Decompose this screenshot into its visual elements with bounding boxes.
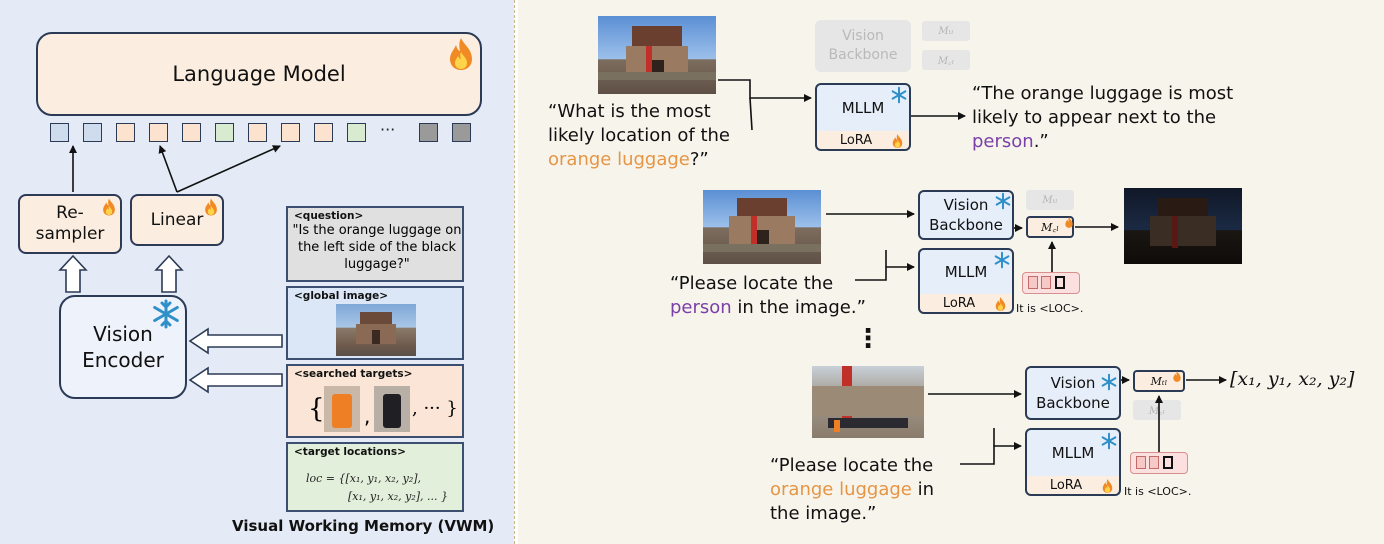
searched-targets-header: <searched targets> [294, 368, 413, 380]
mllm-label: MLLM [841, 99, 885, 117]
input-image-3 [812, 366, 924, 438]
vwm-title: Visual Working Memory (VWM) [232, 517, 495, 535]
target-locations-header: <target locations> [294, 446, 406, 458]
output-image-dark [1124, 188, 1242, 264]
question-header: <question> [294, 210, 364, 222]
snowflake-icon [891, 86, 907, 104]
m-tl-box: Mₜₗ [1133, 370, 1185, 392]
fire-icon [450, 38, 472, 70]
panel-divider [514, 0, 518, 544]
m-cl-label: M꜀ₗ [1041, 220, 1059, 234]
snowflake-icon [994, 251, 1010, 269]
lora-label: LoRA [839, 132, 873, 148]
ghost-m-tl: Mₜₗ [1026, 190, 1074, 210]
lora-box-1: LoRA [815, 131, 911, 151]
question-1: “What is the most likely location of the… [548, 101, 730, 170]
linear-label: Linear [150, 210, 204, 230]
fire-icon [205, 198, 217, 216]
mllm-box-2: MLLM [918, 248, 1014, 296]
token-peach [182, 123, 201, 142]
orange-luggage-crop [324, 386, 360, 432]
loc-line-2: [x₁, y₁, x₂, y₂], ... } [348, 490, 449, 503]
output-coordinates: [x₁, y₁, x₂, y₂] [1230, 368, 1355, 390]
fire-icon [1065, 217, 1073, 228]
linear-box: Linear [130, 194, 224, 246]
it-is-loc-2: It is <LOC>. [1016, 302, 1084, 315]
token-ellipsis: ··· [380, 120, 396, 139]
language-model-label: Language Model [172, 62, 346, 86]
vwm-searched-targets-box: <searched targets> { , , ··· } [286, 364, 464, 438]
snowflake-icon [153, 299, 179, 329]
vwm-global-image-box: <global image> [286, 286, 464, 360]
loc-line-1: loc = {[x₁, y₁, x₂, y₂], [306, 472, 422, 485]
fire-icon [1102, 479, 1113, 493]
question-3: “Please locate the orange luggage in the… [770, 455, 935, 524]
ghost-m-cl: M꜀ₗ [1133, 400, 1181, 420]
token-peach [281, 123, 300, 142]
vwm-question-box: <question> "Is the orange luggage on the… [286, 206, 464, 282]
it-is-loc-3: It is <LOC>. [1124, 485, 1192, 498]
vertical-ellipsis: ⋮ [855, 324, 881, 354]
global-image-thumbnail [336, 304, 416, 356]
vwm-target-locations-box: <target locations> loc = {[x₁, y₁, x₂, y… [286, 442, 464, 512]
black-luggage-crop [374, 386, 410, 432]
lora-box-3: LoRA [1025, 476, 1121, 496]
mllm-box-3: MLLM [1025, 428, 1121, 478]
lora-box-2: LoRA [918, 294, 1014, 314]
input-image-2 [703, 190, 821, 264]
ghost-m-tl: Mₜₗ [922, 21, 970, 41]
question-2: “Please locate the person in the image.” [670, 273, 866, 318]
highlight-person: person [972, 131, 1034, 152]
snowflake-icon [1101, 432, 1117, 450]
m-tl-label: Mₜₗ [1150, 374, 1168, 388]
fire-icon [995, 297, 1006, 311]
highlight-person: person [670, 297, 732, 318]
snowflake-icon [1101, 373, 1117, 391]
token-gray [452, 123, 471, 142]
token-blue [83, 123, 102, 142]
fire-icon [103, 198, 115, 216]
lora-label: LoRA [1049, 477, 1083, 493]
brace-open: { [308, 394, 325, 424]
lora-label: LoRA [942, 295, 976, 311]
mllm-box-1: MLLM [815, 83, 911, 133]
ghost-m-cl: M꜀ₗ [922, 50, 970, 70]
comma: , [364, 404, 371, 428]
brace-tail: , ··· } [412, 398, 458, 419]
mllm-label: MLLM [1051, 444, 1095, 462]
token-peach [314, 123, 333, 142]
answer-1: “The orange luggage is most likely to ap… [972, 83, 1234, 152]
token-green [347, 123, 366, 142]
token-green [215, 123, 234, 142]
token-peach [116, 123, 135, 142]
loc-token-box-2 [1022, 272, 1080, 294]
mllm-label: MLLM [944, 263, 988, 281]
token-peach [248, 123, 267, 142]
m-cl-box: M꜀ₗ [1026, 216, 1074, 238]
snowflake-icon [995, 192, 1011, 210]
fire-icon [892, 134, 903, 148]
resampler-label: Re-sampler [35, 203, 105, 244]
token-blue [50, 123, 69, 142]
highlight-orange-luggage: orange luggage [770, 479, 912, 500]
global-image-header: <global image> [294, 290, 389, 302]
resampler-box: Re-sampler [18, 194, 122, 254]
input-image-1 [598, 16, 716, 94]
highlight-orange-luggage: orange luggage [548, 149, 690, 170]
fire-icon [1173, 371, 1181, 382]
token-gray [419, 123, 438, 142]
token-peach [149, 123, 168, 142]
loc-token-box-3 [1130, 452, 1188, 474]
language-model-box: Language Model [36, 32, 482, 116]
question-text: "Is the orange luggage on the left side … [292, 223, 462, 272]
